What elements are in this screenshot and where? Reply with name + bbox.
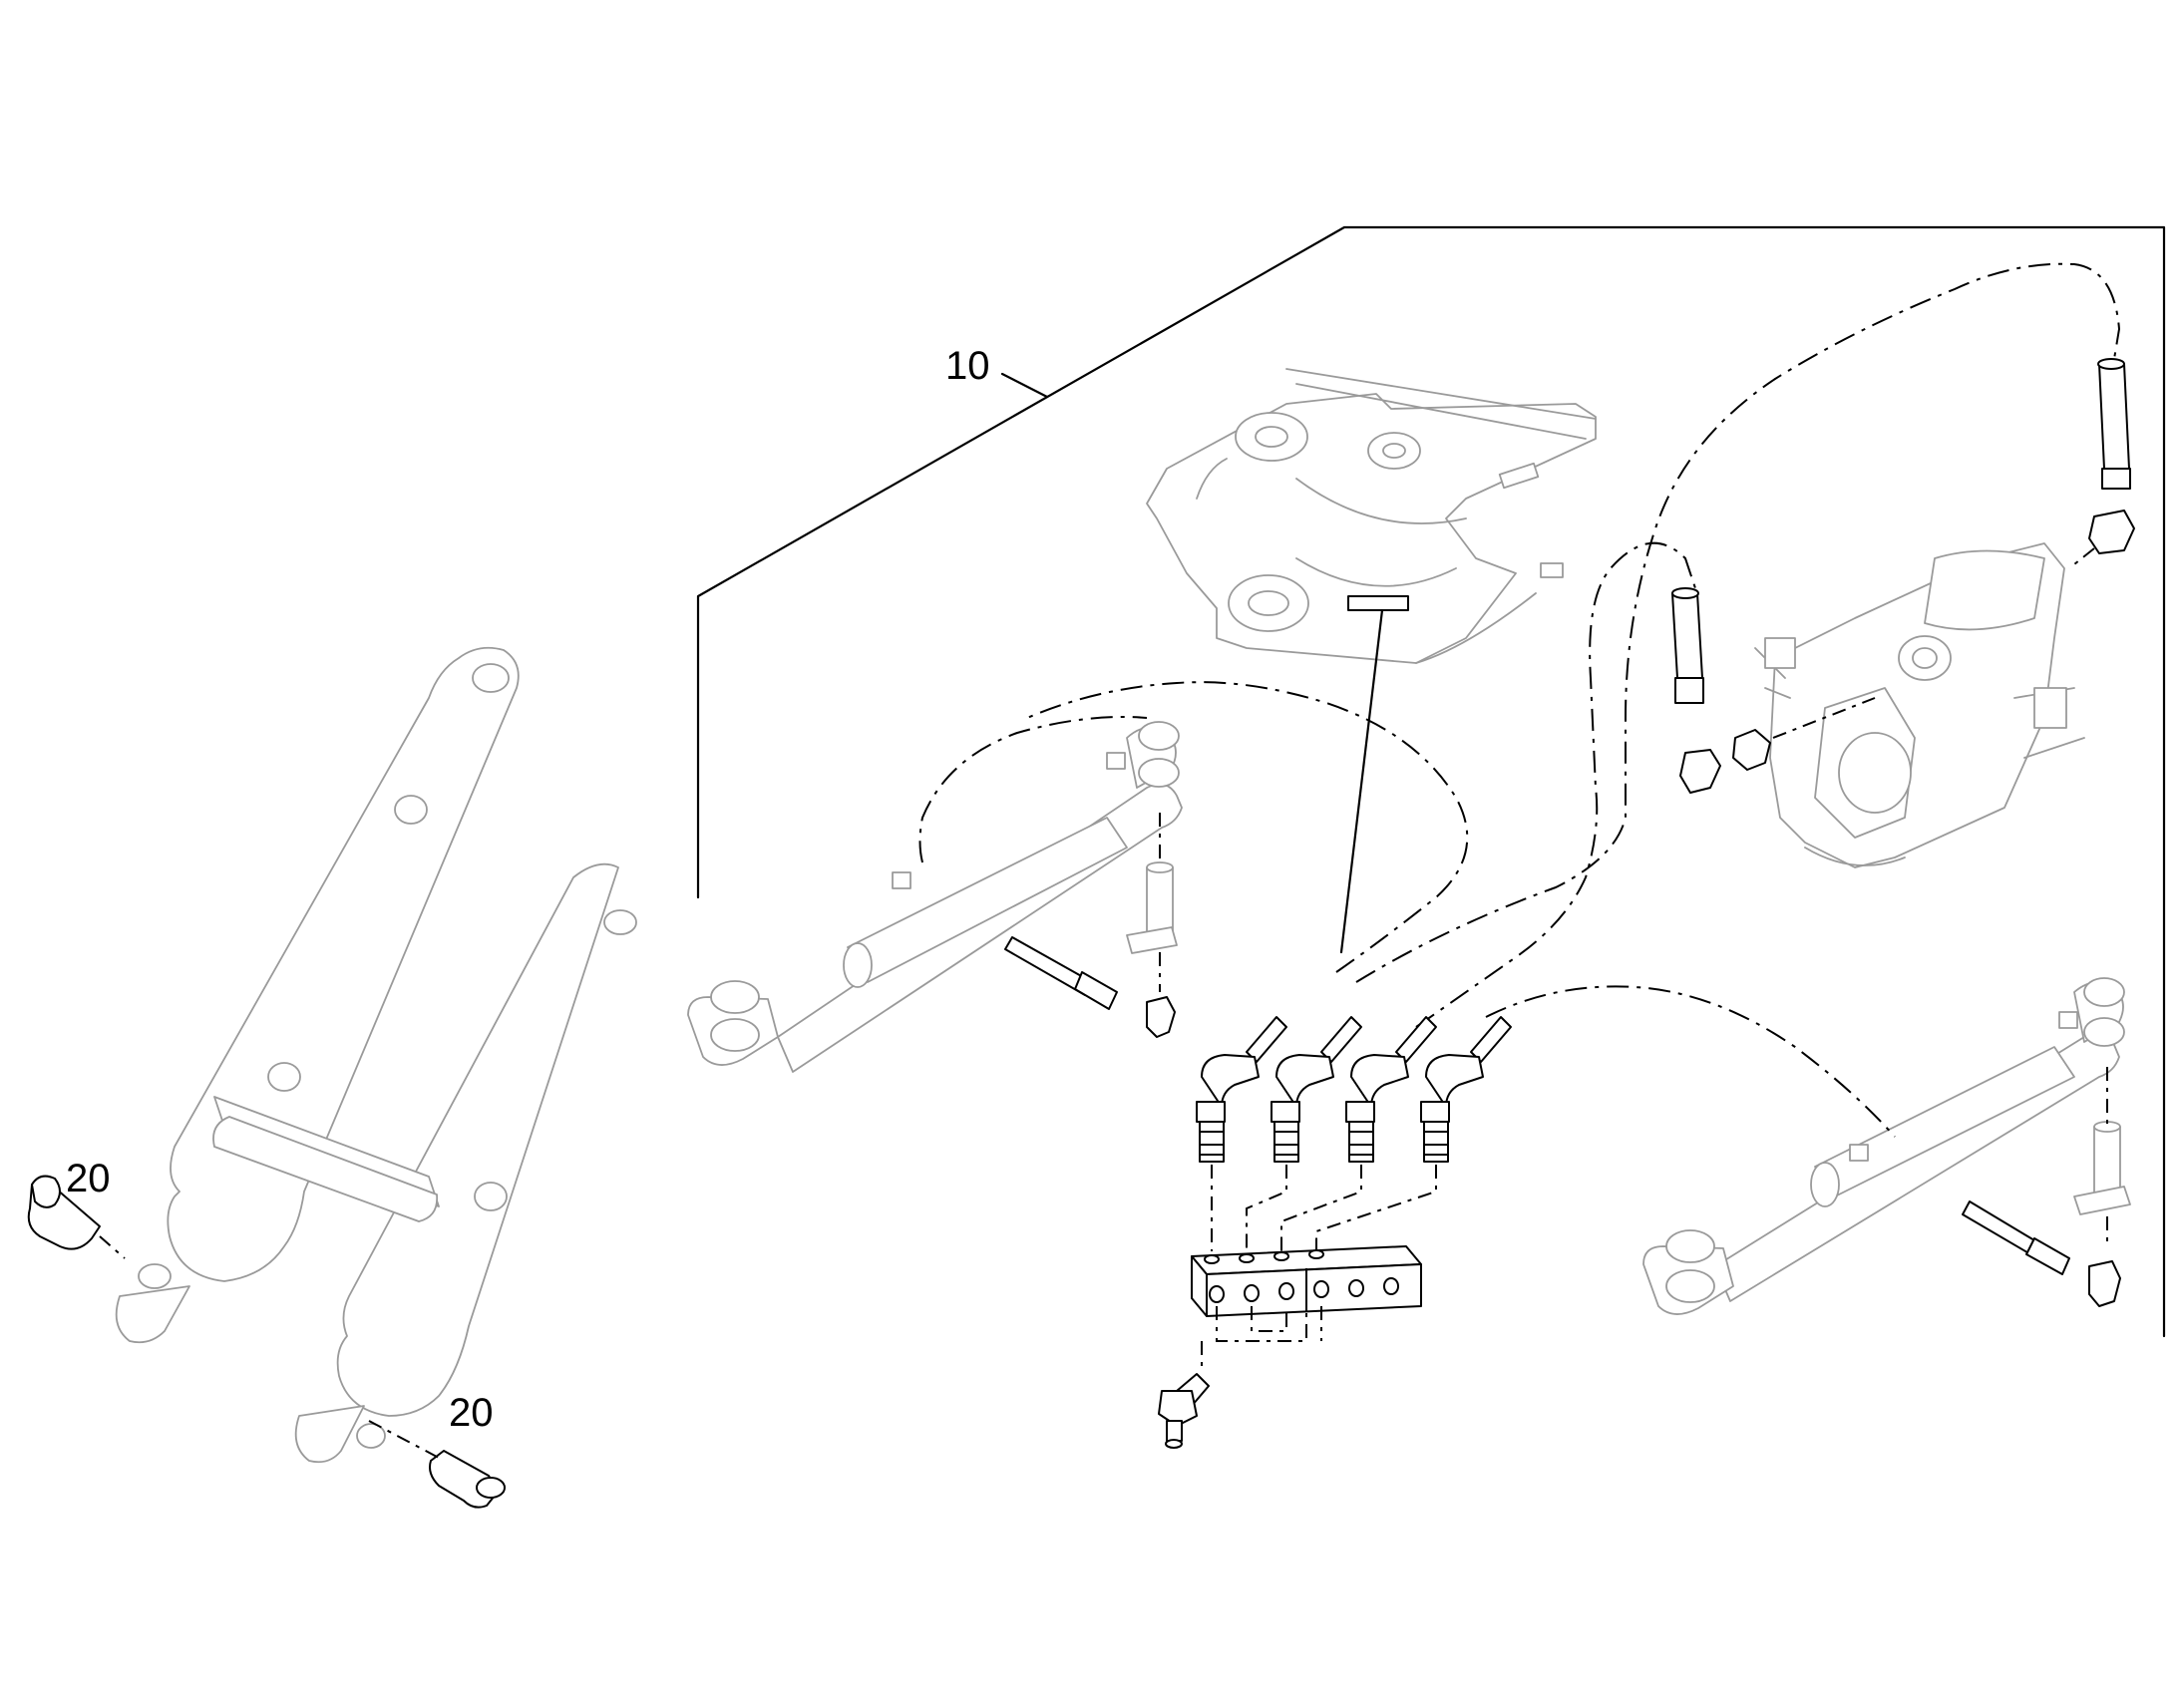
frame-lube-point <box>1339 595 1409 954</box>
cylinder-left-pin <box>1126 813 1178 992</box>
callout-10: 10 <box>945 344 990 388</box>
lift-cylinder-right <box>1642 977 2125 1315</box>
grease-line-right <box>1962 1200 2121 1307</box>
grease-hose-middle <box>1671 587 1704 704</box>
loader-arms <box>115 646 637 1464</box>
transmission <box>1754 542 2085 868</box>
hose-elbow-2 <box>1246 1016 1362 1251</box>
loader-frame <box>1146 368 1597 664</box>
lift-cylinder-left <box>687 721 1183 1073</box>
pin-20-lower <box>368 1420 506 1509</box>
callout-20-lower: 20 <box>449 1391 494 1435</box>
assembly-bracket-10 <box>696 225 2166 1338</box>
grease-hose-upper-right <box>2068 358 2135 569</box>
hose-elbows <box>1196 1016 1512 1251</box>
distribution-block <box>1191 1245 1422 1371</box>
hose-elbow-1 <box>1196 1016 1287 1251</box>
hose-elbow-3 <box>1280 1016 1437 1251</box>
transmission-lube <box>1679 697 1876 794</box>
grease-line-left <box>1004 936 1176 1038</box>
grease-nipple <box>1158 1373 1210 1449</box>
pin-20-upper <box>27 1175 126 1259</box>
routing-lines <box>918 262 2121 1138</box>
hose-elbow-4 <box>1315 1016 1512 1251</box>
cylinder-right-pin <box>2073 1067 2131 1241</box>
callout-20-upper: 20 <box>66 1157 111 1200</box>
